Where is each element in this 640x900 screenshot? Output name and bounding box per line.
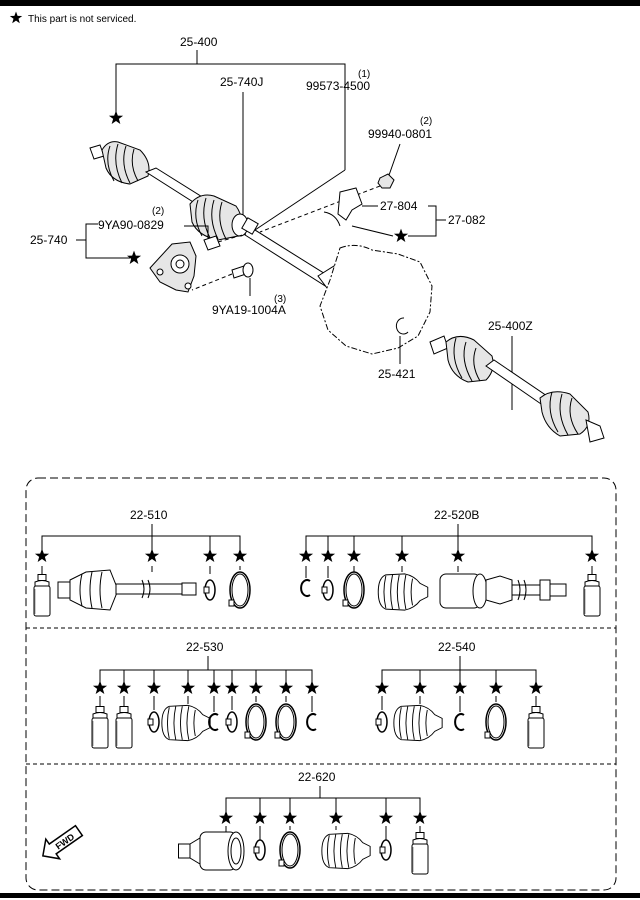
star-icon [394, 548, 410, 563]
circlip-icon [454, 713, 465, 731]
label-25-421: 25-421 [378, 367, 416, 381]
star-icon [452, 680, 468, 695]
exploded-view: 25-400 25-740J (1) 99573-4500 (2) 99940-… [30, 35, 605, 443]
star-icon [393, 228, 409, 243]
star-icon [146, 680, 162, 695]
star-icon [450, 548, 466, 563]
star-icon [252, 810, 268, 825]
star-icon [202, 548, 218, 563]
boot-icon [377, 573, 429, 611]
star-icon [248, 680, 264, 695]
grease-bottle-icon [583, 574, 601, 617]
grease-bottle-icon [411, 832, 429, 875]
star-icon [144, 548, 160, 563]
star-icon [92, 680, 108, 695]
kit-22-620: 22-620 [178, 770, 429, 875]
star-icon [34, 548, 50, 563]
star-icon [346, 548, 362, 563]
grease-bottle-icon [527, 706, 545, 749]
grease-bottle-icon [115, 706, 133, 749]
star-icon [488, 680, 504, 695]
kit-label-22-510: 22-510 [130, 508, 168, 522]
label-9ya90-0829: 9YA90-0829 [98, 218, 164, 232]
label-25-740j: 25-740J [220, 75, 263, 89]
header-note: This part is not serviced. [28, 14, 136, 25]
right-drive-shaft [429, 335, 605, 443]
left-drive-shaft [89, 141, 345, 293]
star-icon [328, 810, 344, 825]
boot-icon [161, 704, 211, 742]
kit-panel [25, 477, 617, 891]
clamp-icon [253, 839, 266, 861]
star-icon [320, 548, 336, 563]
big-clamp-icon [274, 703, 297, 741]
star-icon [116, 680, 132, 695]
big-clamp-icon [342, 571, 365, 609]
callout-2b: (2) [152, 206, 164, 217]
kit-label-22-530: 22-530 [186, 640, 224, 654]
clamp-icon [147, 711, 160, 733]
star-icon [378, 810, 394, 825]
top-rule [0, 0, 640, 6]
big-clamp-icon [244, 703, 267, 741]
clamp-icon [203, 579, 216, 601]
joint-housing-icon [178, 831, 245, 871]
clamp-icon [375, 711, 388, 733]
kit-22-530: 22-530 [91, 640, 320, 749]
star-icon [126, 250, 142, 265]
kit-label-22-540: 22-540 [438, 640, 476, 654]
clamp-icon [225, 711, 238, 733]
grease-bottle-icon [91, 706, 109, 749]
boot-icon [393, 704, 443, 742]
star-icon [224, 680, 240, 695]
label-99940-0801: 99940-0801 [368, 127, 432, 141]
big-clamp-icon [484, 703, 507, 741]
star-icon [282, 810, 298, 825]
boot-icon [321, 832, 371, 870]
clamp-icon [321, 579, 334, 601]
inner-joint-shaft-icon [439, 573, 567, 609]
kit-label-22-620: 22-620 [298, 770, 336, 784]
bottom-rule [0, 893, 640, 898]
big-clamp-icon [278, 831, 301, 869]
transmission-housing [319, 244, 433, 355]
big-clamp-icon [228, 571, 251, 609]
star-icon [412, 810, 428, 825]
grease-bottle-icon [33, 574, 51, 617]
label-27-082: 27-082 [448, 213, 486, 227]
star-icon [206, 680, 222, 695]
callout-3: (3) [274, 294, 286, 305]
kit-22-520b: 22-520B [298, 508, 601, 617]
star-icon [180, 680, 196, 695]
circlip-icon [306, 713, 317, 731]
star-icon [108, 110, 124, 125]
label-99573-4500: 99573-4500 [306, 79, 370, 93]
star-icon [528, 680, 544, 695]
kit-label-22-520b: 22-520B [434, 508, 479, 522]
star-icon [9, 11, 23, 24]
label-25-400z: 25-400Z [488, 319, 533, 333]
circlip-icon [300, 579, 311, 597]
kit-22-540: 22-540 [374, 640, 545, 749]
star-icon [232, 548, 248, 563]
callout-2a: (2) [420, 116, 432, 127]
clamp-icon [379, 839, 392, 861]
star-icon [412, 680, 428, 695]
star-icon [304, 680, 320, 695]
star-icon [374, 680, 390, 695]
outer-joint-shaft-icon [57, 569, 197, 611]
label-25-400: 25-400 [180, 35, 218, 49]
star-icon [298, 548, 314, 563]
callout-1: (1) [358, 69, 370, 80]
label-9ya19-1004a: 9YA19-1004A [212, 303, 286, 317]
fwd-arrow-icon: FWD [42, 824, 84, 860]
star-icon [218, 810, 234, 825]
star-icon [584, 548, 600, 563]
label-25-740: 25-740 [30, 233, 68, 247]
label-27-804: 27-804 [380, 199, 418, 213]
kit-22-510: 22-510 [33, 508, 251, 617]
star-icon [278, 680, 294, 695]
